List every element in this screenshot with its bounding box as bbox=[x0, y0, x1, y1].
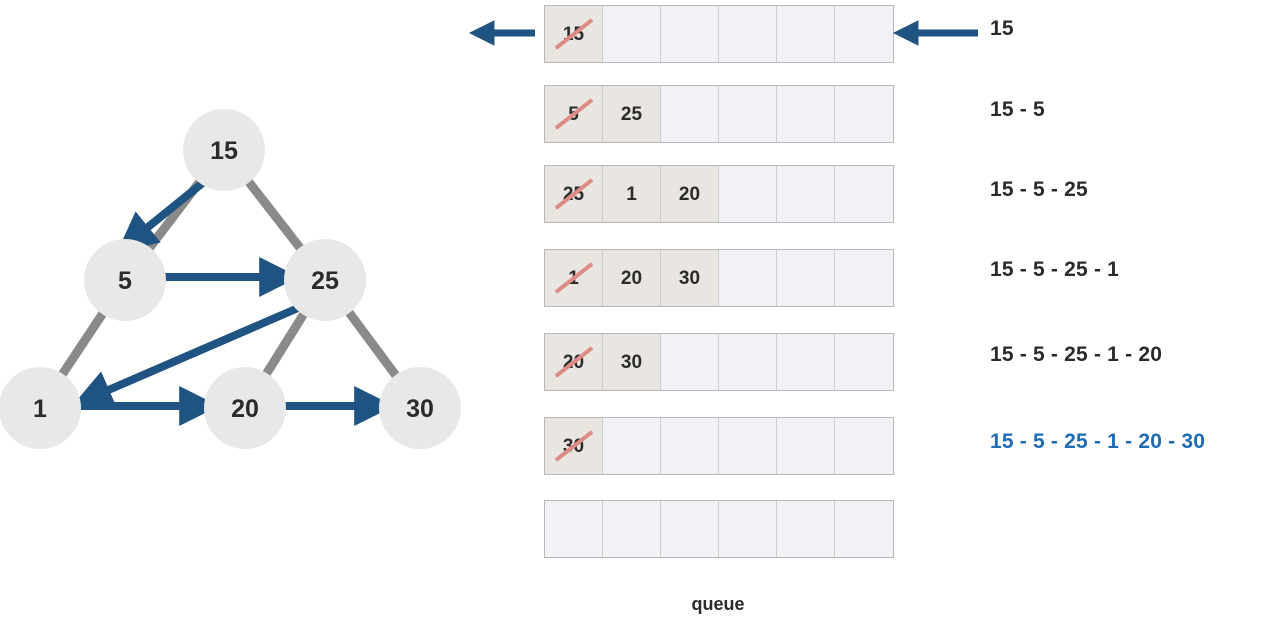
queue-cell-r1-c6[interactable] bbox=[835, 6, 893, 62]
queue-row-7[interactable] bbox=[544, 500, 894, 558]
queue-cell-r2-c6[interactable] bbox=[835, 86, 893, 142]
node-25-circle bbox=[284, 239, 366, 321]
queue-cell-r6-c1[interactable]: 30 bbox=[545, 418, 603, 474]
traversal-sequence-label-6: 15 - 5 - 25 - 1 - 20 - 30 bbox=[990, 430, 1206, 453]
node-30-circle bbox=[379, 367, 461, 449]
queue-cell-r4-c2[interactable]: 20 bbox=[603, 250, 661, 306]
queue-cell-r2-c5[interactable] bbox=[777, 86, 835, 142]
queue-cell-r1-c2[interactable] bbox=[603, 6, 661, 62]
node-1-label: 1 bbox=[33, 395, 47, 423]
queue-cell-r3-c4[interactable] bbox=[719, 166, 777, 222]
traversal-sequence-label-1: 15 bbox=[990, 17, 1014, 40]
node-15-label: 15 bbox=[210, 137, 238, 165]
queue-cell-r1-c5[interactable] bbox=[777, 6, 835, 62]
queue-cell-r4-c1[interactable]: 1 bbox=[545, 250, 603, 306]
traversal-sequence-label-2: 15 - 5 bbox=[990, 98, 1045, 121]
traversal-arrow-15-to-5 bbox=[117, 173, 213, 253]
node-30-label: 30 bbox=[406, 395, 434, 423]
traversal-arrow-25-to-1 bbox=[72, 301, 307, 409]
queue-cell-r5-c1[interactable]: 20 bbox=[545, 334, 603, 390]
queue-cell-r4-c5[interactable] bbox=[777, 250, 835, 306]
queue-cell-r3-c6[interactable] bbox=[835, 166, 893, 222]
node-15-circle bbox=[183, 109, 265, 191]
queue-cell-value: 1 bbox=[626, 183, 637, 205]
node-30[interactable]: 30 bbox=[379, 367, 461, 449]
node-25-label: 25 bbox=[311, 267, 339, 295]
queue-cell-r7-c2[interactable] bbox=[603, 501, 661, 557]
queue-cell-r3-c2[interactable]: 1 bbox=[603, 166, 661, 222]
node-20-label: 20 bbox=[231, 395, 259, 423]
queue-cell-r2-c4[interactable] bbox=[719, 86, 777, 142]
queue-row-2[interactable]: 5 25 bbox=[544, 85, 894, 143]
queue-cell-r3-c3[interactable]: 20 bbox=[661, 166, 719, 222]
queue-cell-r3-c1[interactable]: 25 bbox=[545, 166, 603, 222]
queue-cell-r2-c1[interactable]: 5 bbox=[545, 86, 603, 142]
queue-cell-r2-c3[interactable] bbox=[661, 86, 719, 142]
node-25[interactable]: 25 bbox=[284, 239, 366, 321]
queue-cell-value: 20 bbox=[620, 267, 643, 289]
strikethrough-icon bbox=[554, 430, 593, 462]
strikethrough-icon bbox=[554, 346, 593, 378]
node-5-circle bbox=[84, 239, 166, 321]
queue-cell-r6-c6[interactable] bbox=[835, 418, 893, 474]
strikethrough-icon bbox=[554, 18, 593, 50]
queue-cell-r4-c4[interactable] bbox=[719, 250, 777, 306]
queue-cell-r5-c4[interactable] bbox=[719, 334, 777, 390]
queue-cell-r5-c3[interactable] bbox=[661, 334, 719, 390]
queue-cell-r7-c1[interactable] bbox=[545, 501, 603, 557]
strikethrough-icon bbox=[554, 98, 593, 130]
traversal-sequence-label-5: 15 - 5 - 25 - 1 - 20 bbox=[990, 343, 1163, 366]
queue-cell-r4-c6[interactable] bbox=[835, 250, 893, 306]
queue-cell-r5-c5[interactable] bbox=[777, 334, 835, 390]
node-15[interactable]: 15 bbox=[183, 109, 265, 191]
graph-panel: 15 5 25 1 20 30 bbox=[0, 0, 480, 631]
queue-cell-r3-c5[interactable] bbox=[777, 166, 835, 222]
node-1-circle bbox=[0, 367, 81, 449]
strikethrough-icon bbox=[554, 262, 593, 294]
queue-cell-r1-c1[interactable]: 15 bbox=[545, 6, 603, 62]
queue-cell-r1-c3[interactable] bbox=[661, 6, 719, 62]
queue-cell-value: 20 bbox=[678, 183, 701, 205]
queue-cell-r7-c5[interactable] bbox=[777, 501, 835, 557]
queue-cell-r7-c6[interactable] bbox=[835, 501, 893, 557]
node-5-label: 5 bbox=[118, 267, 132, 295]
queue-cell-r5-c6[interactable] bbox=[835, 334, 893, 390]
node-5[interactable]: 5 bbox=[84, 239, 166, 321]
traversal-edges-group bbox=[72, 173, 395, 426]
queue-cell-r4-c3[interactable]: 30 bbox=[661, 250, 719, 306]
strikethrough-icon bbox=[554, 178, 593, 210]
queue-cell-r7-c4[interactable] bbox=[719, 501, 777, 557]
queue-cell-value: 25 bbox=[620, 103, 643, 125]
queue-cell-value: 30 bbox=[620, 351, 643, 373]
traversal-sequence-label-3: 15 - 5 - 25 bbox=[990, 178, 1088, 201]
queue-caption: queue bbox=[691, 594, 745, 614]
queue-cell-r6-c4[interactable] bbox=[719, 418, 777, 474]
traversal-sequence-label-4: 15 - 5 - 25 - 1 bbox=[990, 258, 1120, 281]
queue-row-4[interactable]: 1 20 30 bbox=[544, 249, 894, 307]
queue-cell-r6-c3[interactable] bbox=[661, 418, 719, 474]
queue-cell-r6-c5[interactable] bbox=[777, 418, 835, 474]
queue-row-1[interactable]: 15 bbox=[544, 5, 894, 63]
binary-tree-graph: 15 5 25 1 20 30 bbox=[0, 109, 461, 449]
queue-row-3[interactable]: 25 1 20 bbox=[544, 165, 894, 223]
node-1[interactable]: 1 bbox=[0, 367, 81, 449]
queue-cell-r6-c2[interactable] bbox=[603, 418, 661, 474]
enqueue-arrow-icon bbox=[892, 20, 978, 46]
queue-cell-value: 30 bbox=[678, 267, 701, 289]
queue-cell-r5-c2[interactable]: 30 bbox=[603, 334, 661, 390]
node-20[interactable]: 20 bbox=[204, 367, 286, 449]
queue-row-6[interactable]: 30 bbox=[544, 417, 894, 475]
queue-cell-r7-c3[interactable] bbox=[661, 501, 719, 557]
queue-cell-r1-c4[interactable] bbox=[719, 6, 777, 62]
queue-cell-r2-c2[interactable]: 25 bbox=[603, 86, 661, 142]
node-20-circle bbox=[204, 367, 286, 449]
